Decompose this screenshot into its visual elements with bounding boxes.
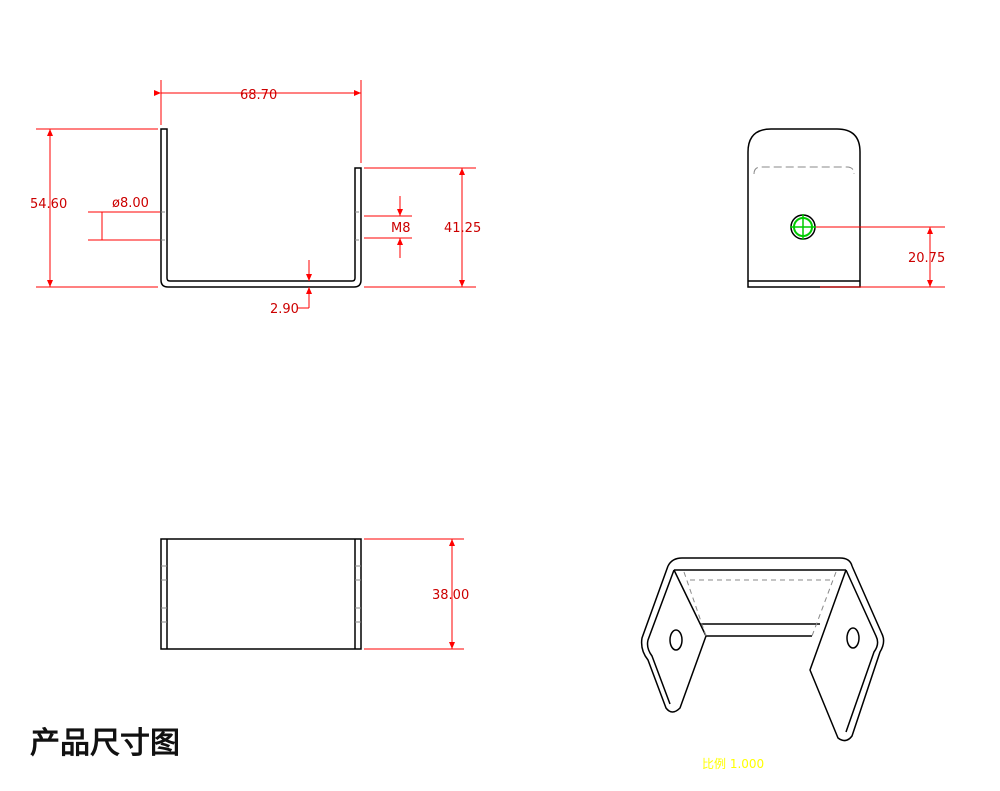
side-view-hidden-bend: [753, 166, 855, 175]
isometric-holes: [669, 627, 860, 651]
side-view-dimensions: [816, 226, 945, 288]
dim-thickness: 2.90: [270, 302, 299, 317]
front-view: [160, 128, 362, 288]
isometric-view: [640, 557, 885, 742]
dim-thread: M8: [391, 221, 411, 236]
dim-hole-height: 20.75: [908, 251, 945, 266]
dim-depth: 38.00: [432, 588, 469, 603]
top-view: [160, 538, 362, 650]
top-view-dimensions: [364, 538, 464, 650]
front-view-hole-lines: [161, 211, 361, 241]
page-title: 产品尺寸图: [30, 726, 180, 761]
scale-label: 比例 1.000: [702, 757, 764, 771]
front-view-dimensions: [36, 80, 476, 309]
dim-height-right: 41.25: [444, 221, 481, 236]
side-view: [747, 128, 861, 288]
dim-hole-dia: ø8.00: [112, 196, 149, 211]
hole-marker-icon: [790, 214, 816, 240]
isometric-hidden-lines: [683, 571, 837, 637]
dim-width-top: 68.70: [240, 88, 277, 103]
dim-height-left: 54.60: [30, 197, 67, 212]
top-view-hole-lines: [161, 565, 361, 623]
